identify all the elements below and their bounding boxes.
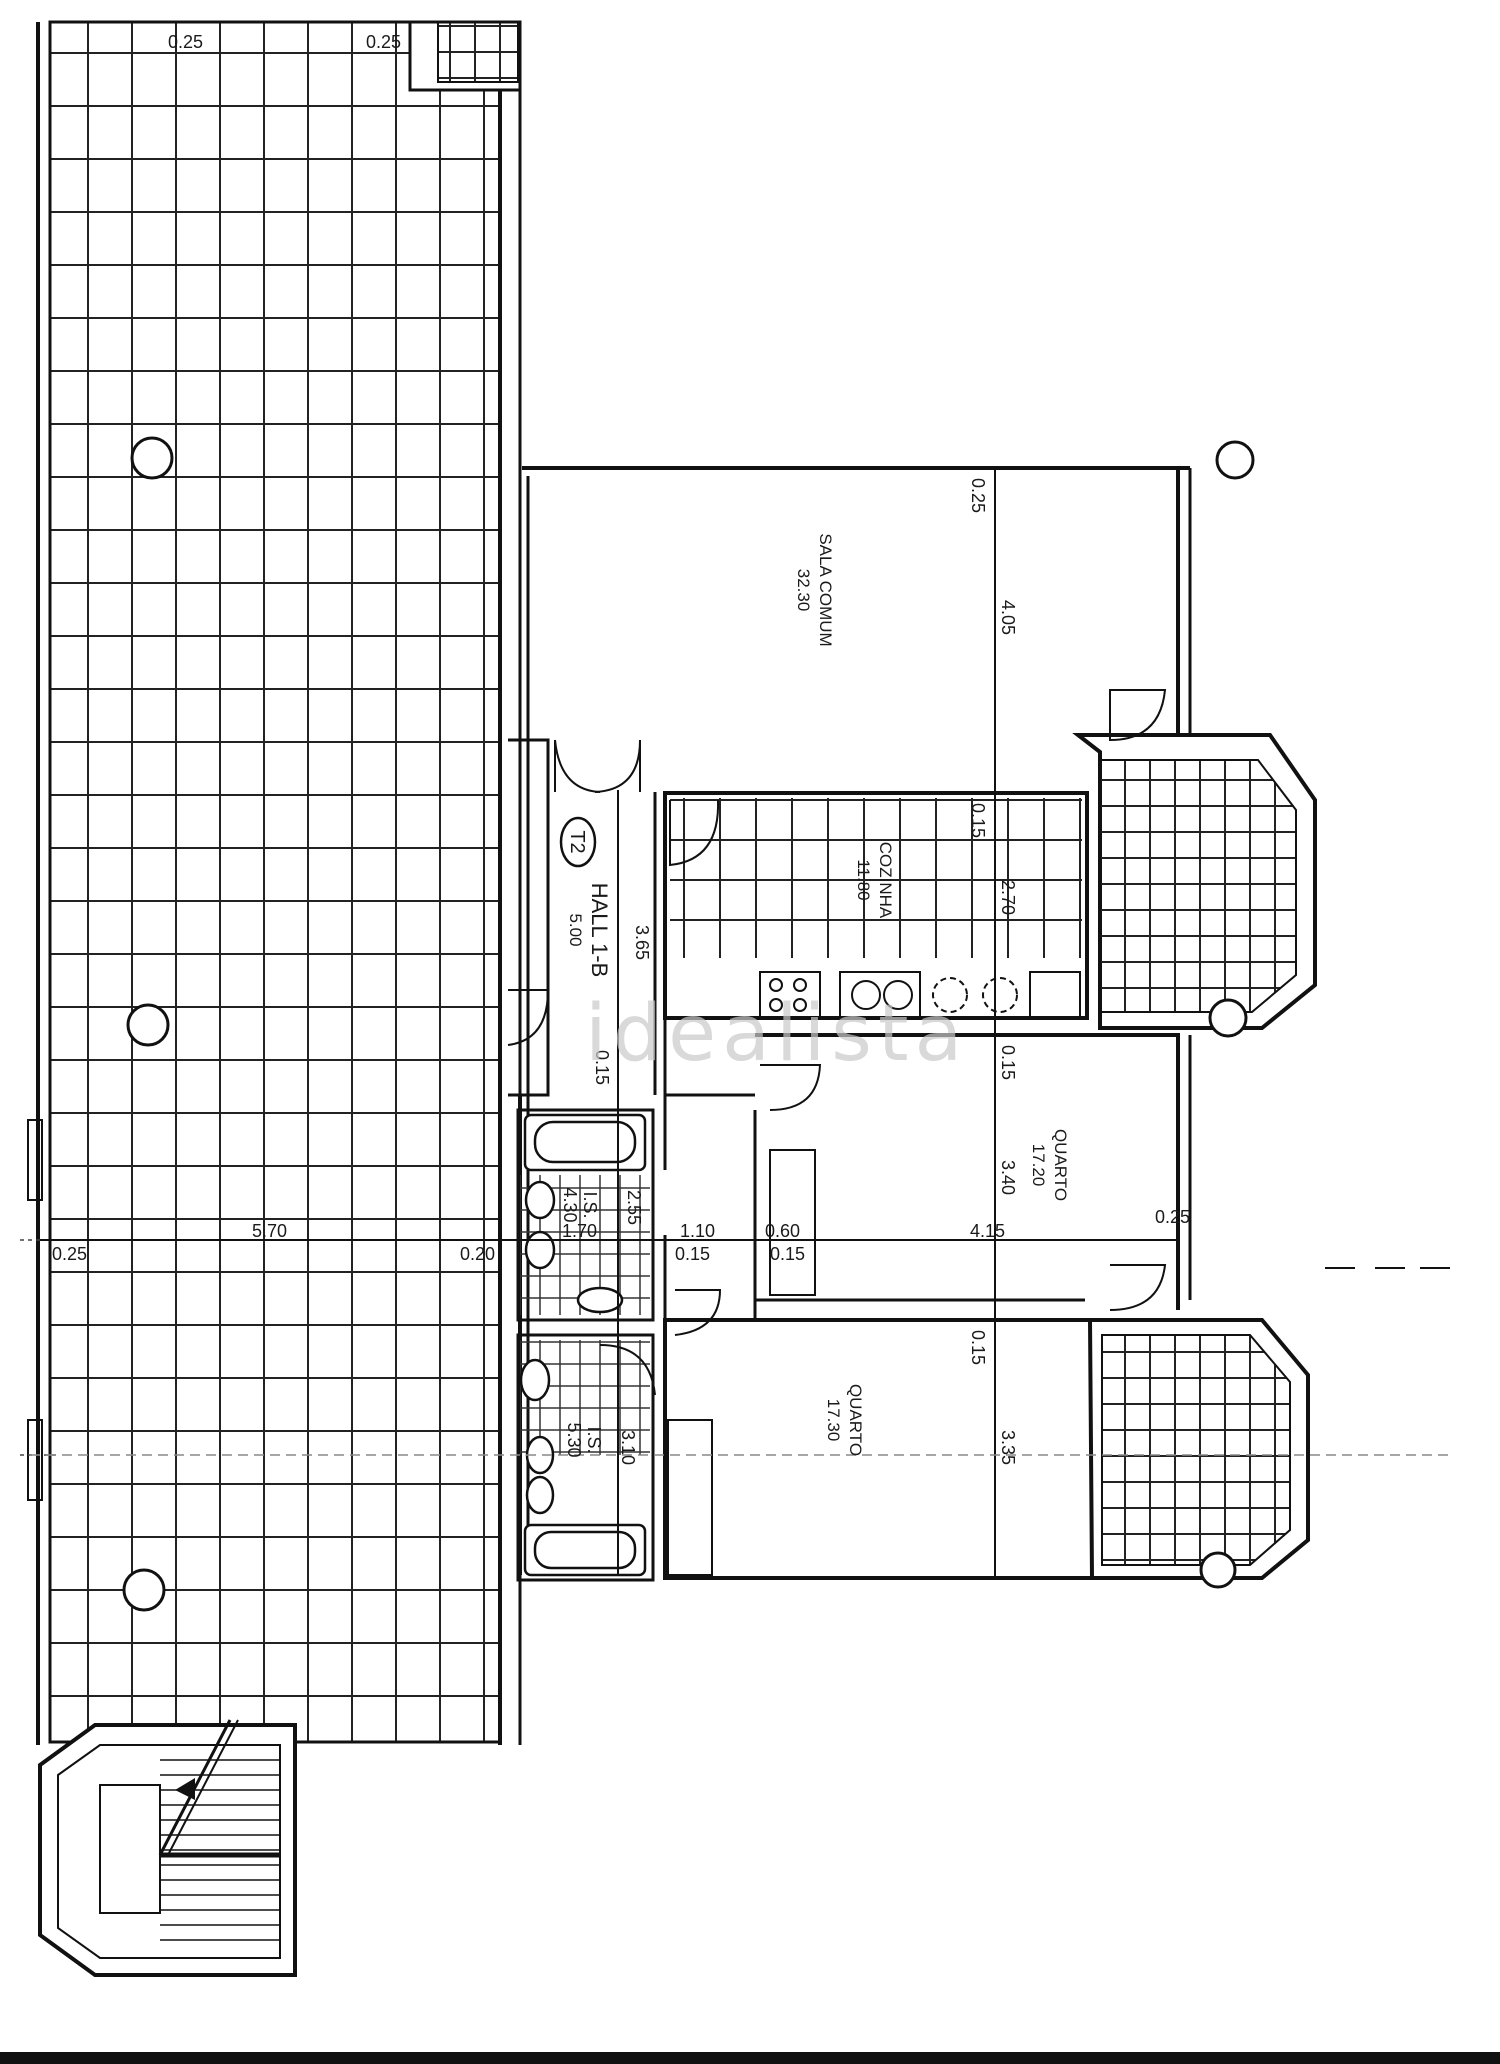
dim-closet-depth: 0.60 [765,1221,800,1241]
svg-text:4.30: 4.30 [560,1187,580,1222]
svg-text:I.S.: I.S. [580,1191,600,1218]
dim-exterior-wall: 0.25 [1155,1207,1190,1227]
dim-terrace-top-right: 0.25 [366,32,401,52]
kitchen-counter [759,971,1081,1019]
svg-text:32.30: 32.30 [794,569,813,612]
label-hall: HALL 1-B 5.00 [566,883,612,978]
dim-is1-depth: 2.55 [624,1190,644,1225]
doors [507,689,1167,1396]
svg-text:17.30: 17.30 [824,1399,843,1442]
label-sala-comum: SALA COMUM 32.30 [794,533,835,646]
label-is-1: I.S. 4.30 [560,1187,600,1222]
column [126,1003,170,1047]
dim-quarto2-depth: 3.35 [998,1430,1018,1465]
column [1215,440,1255,480]
svg-text:I.S.: I.S. [584,1426,604,1453]
svg-text:QUARTO: QUARTO [846,1384,865,1456]
dim-terrace-right-wall: 0.20 [460,1244,495,1264]
dim-quarto2-wall: 0.15 [968,1330,988,1365]
dim-cozinha-wall: 0.15 [968,803,988,838]
dim-hall-length: 3.65 [632,925,652,960]
dim-quarto-width: 4.15 [970,1221,1005,1241]
column [130,436,174,480]
dim-terrace-top-left: 0.25 [168,32,203,52]
svg-text:5.30: 5.30 [564,1422,584,1457]
balcony-top [1072,733,1317,1038]
label-quarto-2: QUARTO 17.30 [824,1384,865,1456]
dimension-lines [40,790,1450,1580]
watermark: idealista [585,989,968,1079]
kitchen-floor [670,798,1082,958]
svg-text:5.00: 5.00 [566,913,585,946]
svg-text:T2: T2 [566,830,588,853]
svg-text:17.20: 17.20 [1029,1144,1048,1187]
dim-sala-depth: 4.05 [998,600,1018,635]
terrace [20,20,522,1745]
dim-hall-wall: 0.15 [592,1050,612,1085]
svg-text:11.80: 11.80 [854,859,873,900]
svg-text:SALA COMUM: SALA COMUM [816,533,835,646]
svg-text:COZINHA: COZINHA [876,842,895,919]
dim-is2-depth: 3.10 [618,1430,638,1465]
label-is-2: I.S. 5.30 [564,1422,604,1457]
dim-is-width: 1.70 [562,1221,597,1241]
scan-bottom-edge [0,2052,1500,2064]
dim-closet-wall: 0.15 [770,1244,805,1264]
balcony-bottom [1087,1318,1310,1589]
column [122,1568,166,1612]
label-quarto-1: QUARTO 17.20 [1029,1129,1070,1201]
svg-text:QUARTO: QUARTO [1051,1129,1070,1201]
dim-terrace-left-wall: 0.25 [52,1244,87,1264]
label-cozinha: COZINHA 11.80 [854,842,895,919]
dim-quarto1-depth: 3.40 [998,1160,1018,1195]
dim-quarto1-wall: 0.15 [998,1045,1018,1080]
plan-code-badge: T2 [559,816,597,868]
dim-corridor-wall-left: 0.15 [675,1244,710,1264]
dim-sala-wall: 0.25 [968,478,988,513]
dim-terrace-width: 5.70 [252,1221,287,1241]
bathroom-fixtures [519,1113,647,1577]
dim-corridor-width: 1.10 [680,1221,715,1241]
staircase [38,1719,297,1977]
dim-cozinha-depth: 2.70 [998,880,1018,915]
svg-text:HALL 1-B: HALL 1-B [587,883,612,978]
